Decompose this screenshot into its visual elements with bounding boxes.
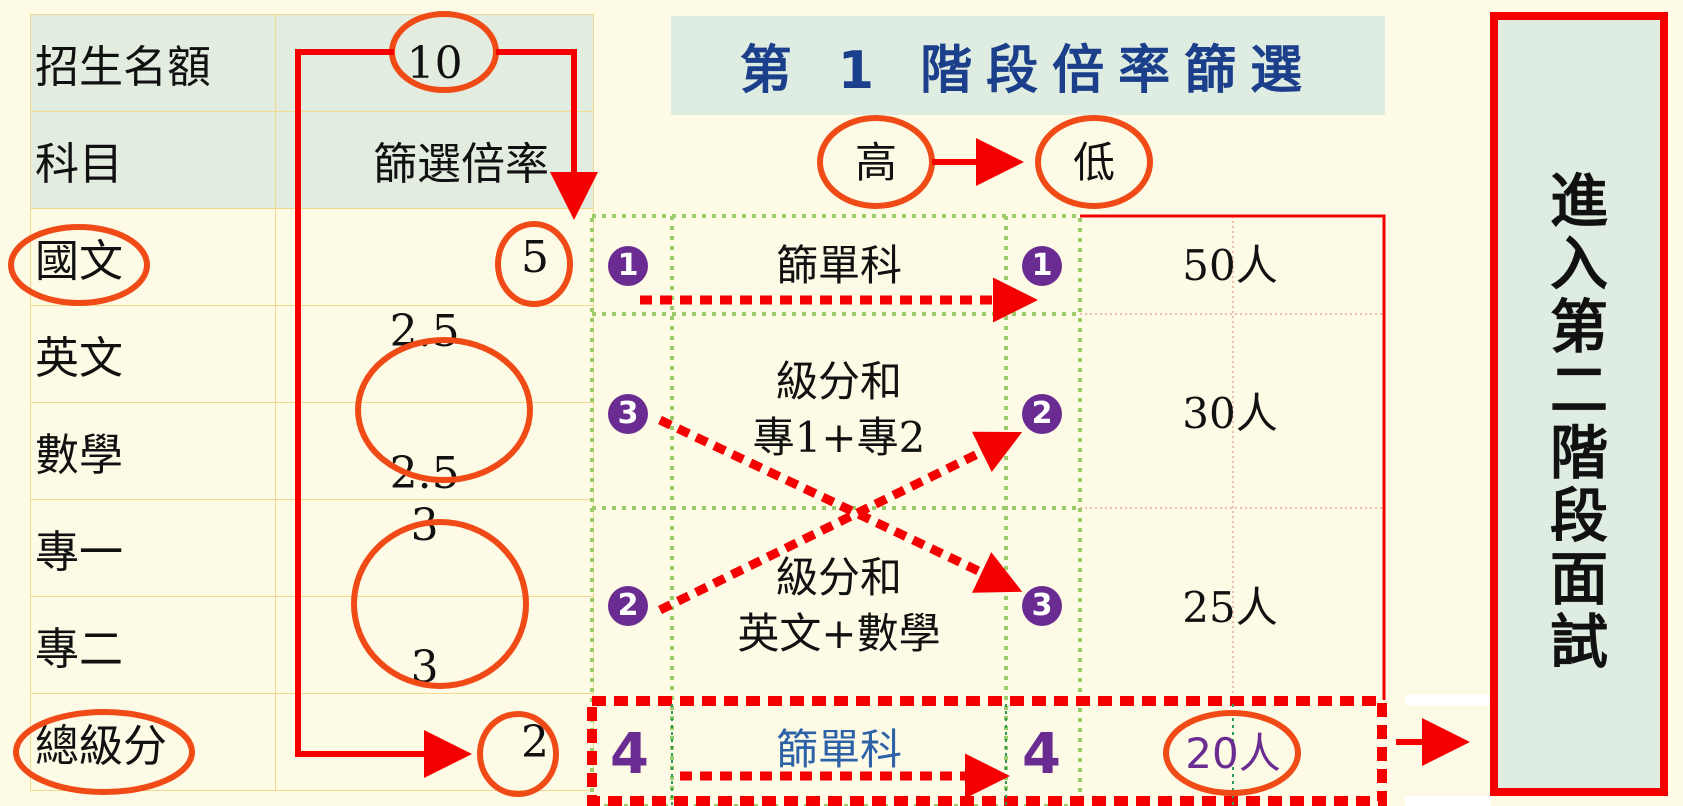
table-row: 數學 2.5 — [29, 402, 594, 500]
row-label-english: 英文 — [29, 305, 277, 403]
stage-3-count: 25人 — [1182, 583, 1278, 632]
table-row: 專一 3 — [29, 499, 594, 597]
row-label-pro1: 專一 — [29, 499, 277, 597]
count-box-outline — [1080, 214, 1386, 700]
stage-grid — [590, 214, 1082, 806]
stage-2-label: 級分和 專1+專2 — [752, 357, 926, 462]
highlight-circles — [8, 11, 1301, 797]
next-stage-label: 進入第二階段面試 — [1550, 167, 1609, 676]
row-value-pro1: 3 — [275, 499, 594, 597]
row-value-math: 2.5 — [275, 402, 594, 500]
stage-4-label: 篩單科 — [775, 725, 902, 774]
priority-high: 高 — [854, 138, 897, 187]
final-stage-highlight — [587, 696, 1387, 806]
priority-low: 低 — [1072, 138, 1115, 187]
stage-1-right-number: 1 — [1022, 246, 1062, 286]
stage-2-left-number: 3 — [608, 394, 648, 434]
row-label-quota: 招生名額 — [29, 14, 277, 112]
stage-1-left-number: 1 — [608, 246, 648, 286]
row-label-math: 數學 — [29, 402, 277, 500]
table-row: 招生名額 10 — [29, 14, 594, 112]
stage-title: 第 1 階段倍率篩選 — [671, 16, 1385, 115]
row-label-total: 總級分 — [29, 693, 277, 791]
stage-3-label: 級分和 英文+數學 — [737, 553, 941, 658]
next-stage-box: 進入第二階段面試 — [1490, 12, 1668, 796]
row-value-ratio-header: 篩選倍率 — [275, 111, 594, 209]
stage-1-label: 篩單科 — [775, 241, 902, 290]
table-row: 英文 2.5 — [29, 305, 594, 403]
stage-1-count: 50人 — [1182, 241, 1278, 290]
stage-4-left-number: 4 — [610, 722, 649, 787]
count-grid — [1080, 216, 1382, 700]
quota-arrow-right — [496, 49, 598, 220]
stage-3-right-number: 3 — [1022, 586, 1062, 626]
stage-2-count: 30人 — [1182, 389, 1278, 438]
stage-3-left-number: 2 — [608, 586, 648, 626]
stage-4-right-number: 4 — [1022, 722, 1061, 787]
flow-arrow-3-to-3 — [658, 415, 1023, 593]
row-label-pro2: 專二 — [29, 596, 277, 694]
table-row: 專二 3 — [29, 596, 594, 694]
quota-table: 招生名額 10 科目 篩選倍率 國文 5 英文 2.5 數學 2.5 專一 3 … — [29, 14, 594, 791]
stage-4-count: 20人 — [1185, 729, 1281, 778]
table-row: 科目 篩選倍率 — [29, 111, 594, 209]
stage-2-right-number: 2 — [1022, 394, 1062, 434]
flow-arrow-2-to-2 — [658, 431, 1023, 615]
quota-arrow-left — [295, 49, 472, 778]
